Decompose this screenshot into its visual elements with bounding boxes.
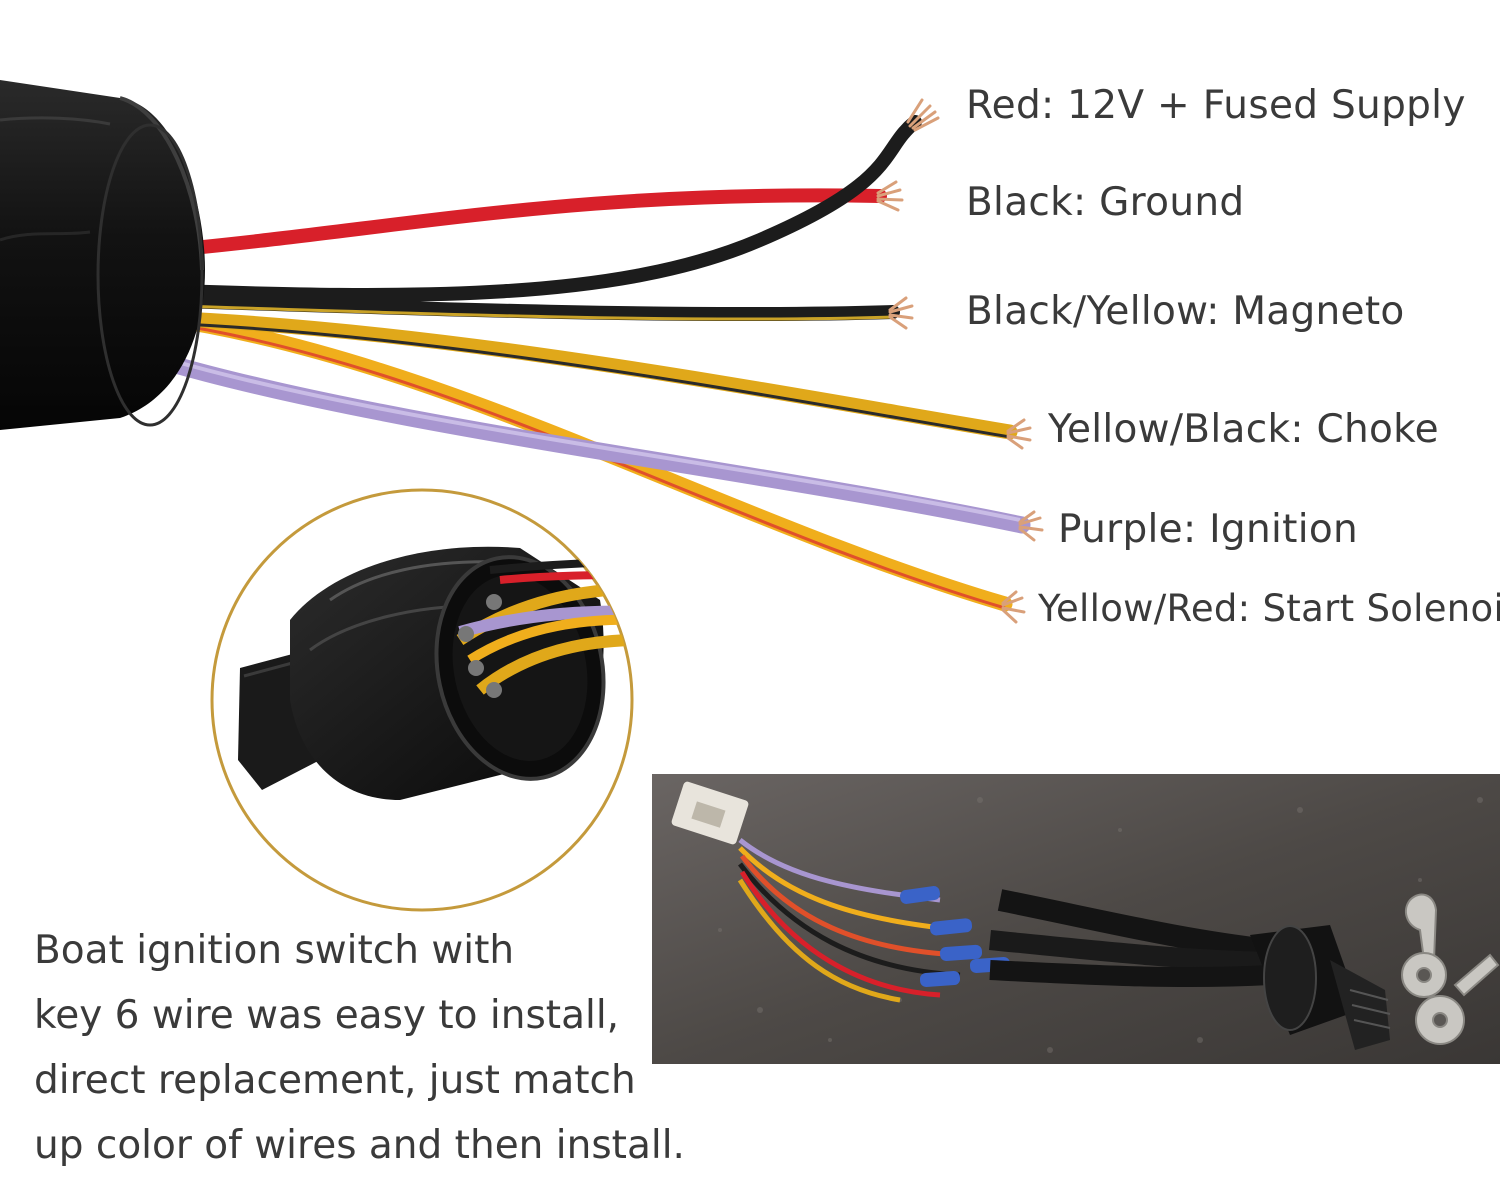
keys [1401, 893, 1500, 1045]
connector-detail-inset [210, 488, 634, 912]
copper-end-purple [1018, 510, 1044, 542]
photo-switch-body [1250, 925, 1391, 1050]
caption-line: direct replacement, just match [34, 1058, 636, 1103]
copper-end-yellow-red [1001, 590, 1026, 624]
caption-text: Boat ignition switch with key 6 wire was… [34, 918, 685, 1178]
wire-yellow-black [152, 310, 1018, 440]
copper-end-yellow-black [1006, 418, 1032, 450]
caption-line: key 6 wire was easy to install, [34, 993, 620, 1038]
switch-housing [0, 80, 205, 430]
label-black-wire: Black: Ground [966, 180, 1245, 225]
copper-end-black-ground [906, 98, 940, 132]
label-yellow-red-wire: Yellow/Red: Start Solenoid [1038, 587, 1500, 630]
wire-purple [156, 353, 1031, 534]
white-plug-connector [671, 781, 749, 845]
main-wires [143, 115, 1031, 612]
copper-ends [876, 98, 1044, 624]
wire-black-yellow [143, 293, 900, 322]
caption-line: up color of wires and then install. [34, 1123, 685, 1168]
copper-end-red [876, 180, 904, 212]
installed-switch-photo [652, 774, 1500, 1064]
label-black-yellow-wire: Black/Yellow: Magneto [966, 289, 1405, 334]
wire-red [143, 188, 887, 259]
caption-line: Boat ignition switch with [34, 928, 515, 973]
label-purple-wire: Purple: Ignition [1058, 507, 1359, 552]
label-red-wire: Red: 12V + Fused Supply [966, 83, 1466, 128]
copper-end-black-yellow [888, 296, 914, 330]
label-yellow-black-wire: Yellow/Black: Choke [1048, 407, 1439, 452]
wire-black-ground [143, 115, 922, 302]
